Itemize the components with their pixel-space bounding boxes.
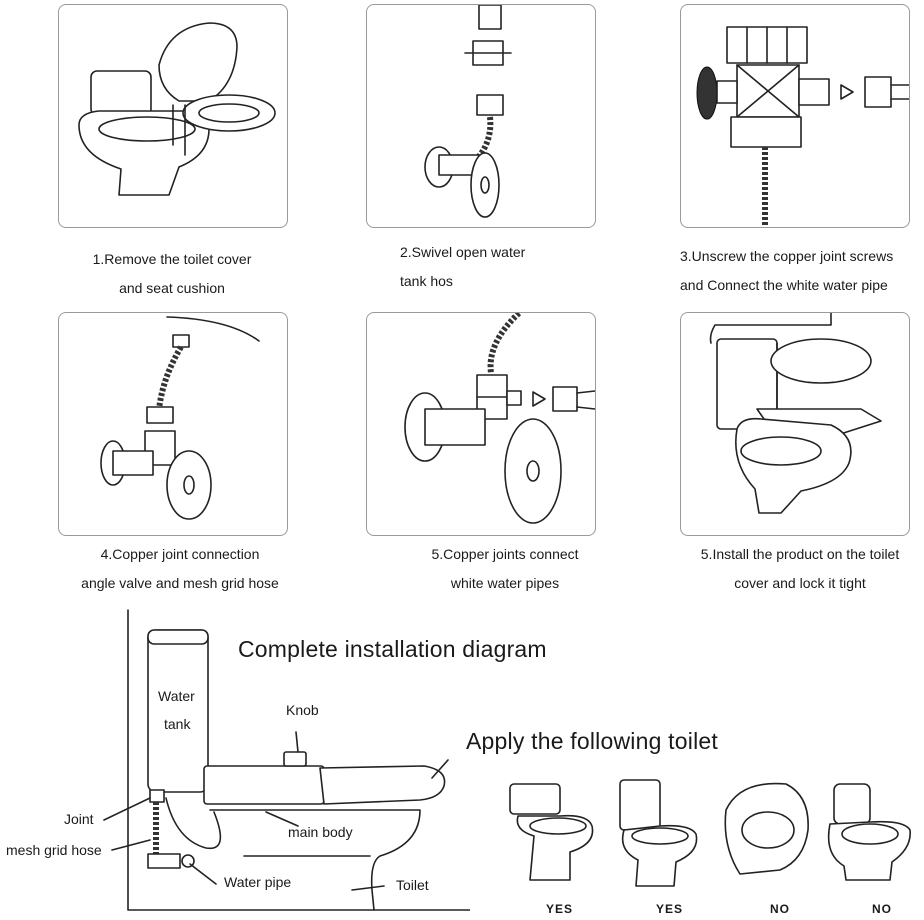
toilet-open-seat-icon [78,22,276,196]
step-2-line-2: tank hos [400,273,453,289]
step-1-caption: 1.Remove the toilet cover and seat cushi… [58,245,286,303]
angle-valve-icon [424,5,512,218]
step-2-line-1: 2.Swivel open water [400,244,526,260]
copper-joint-icon [696,26,909,227]
label-mesh-grid-hose: mesh grid hose [6,842,102,858]
installation-diagram [103,609,470,911]
label-main-body: main body [288,824,353,840]
step-3-line-1: 3.Unscrew the copper joint screws [680,248,894,264]
step-6-line-2: cover and lock it tight [734,575,866,591]
step-5-caption: 5.Copper joints connect white water pipe… [400,540,610,598]
step-6-illustration [680,312,910,536]
step-4-line-2: angle valve and mesh grid hose [81,575,279,591]
label-water-tank-line-1: Water [158,688,195,704]
installation-title: Complete installation diagram [238,636,547,662]
label-knob: Knob [286,702,319,718]
verdict-toilet-1: YES [546,902,574,916]
step-4-line-1: 4.Copper joint connection [100,546,260,562]
step-2-caption: 2.Swivel open water tank hos [400,238,560,296]
toilet-type-2-icon [619,779,698,887]
step-1-illustration [58,4,288,228]
angle-valve-hose-icon [100,316,260,520]
label-water-pipe: Water pipe [224,874,292,890]
verdict-toilet-4: NO [872,902,892,916]
label-joint: Joint [64,811,94,827]
step-6-line-1: 5.Install the product on the toilet [700,546,900,562]
toilet-types-row [509,779,911,887]
step-4-caption: 4.Copper joint connection angle valve an… [58,540,302,598]
compatibility-title: Apply the following toilet [466,728,718,754]
toilet-type-3-icon [724,782,809,875]
bidet-on-toilet-icon [709,313,882,514]
step-5-line-1: 5.Copper joints connect [431,546,579,562]
copper-joint-pipe-icon [404,313,595,524]
label-water-tank-line-2: tank [164,716,191,732]
step-3-line-2: and Connect the white water pipe [680,277,888,293]
step-6-caption: 5.Install the product on the toilet cove… [682,540,918,598]
verdict-toilet-3: NO [770,902,790,916]
step-1-line-1: 1.Remove the toilet cover [92,251,252,267]
verdict-toilet-2: YES [656,902,684,916]
step-5-illustration [366,312,596,536]
step-4-illustration [58,312,288,536]
label-toilet: Toilet [396,877,429,893]
toilet-type-4-icon [827,783,911,881]
toilet-type-1-icon [509,783,594,881]
step-1-line-2: and seat cushion [119,280,225,296]
step-3-illustration [680,4,910,228]
step-2-illustration [366,4,596,228]
step-3-caption: 3.Unscrew the copper joint screws and Co… [680,242,920,300]
step-5-line-2: white water pipes [450,575,560,591]
